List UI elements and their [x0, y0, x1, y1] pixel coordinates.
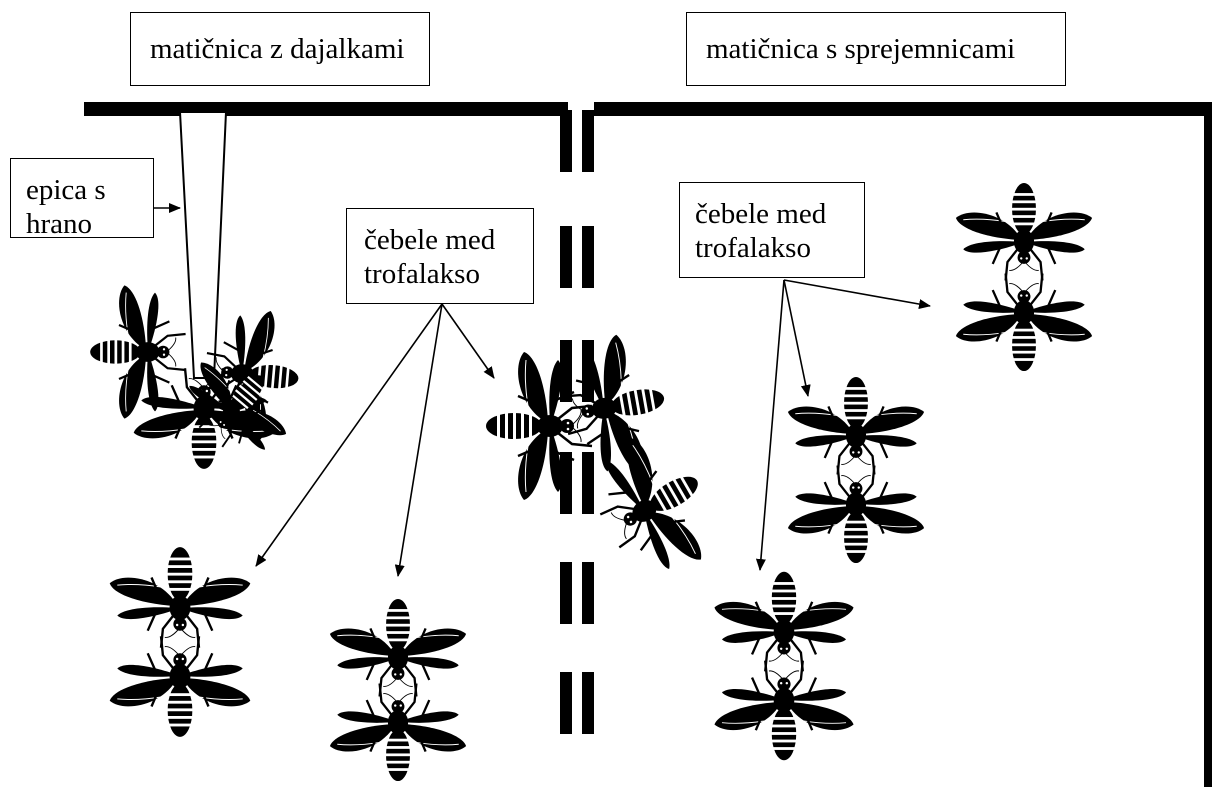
trophallaxis-left-line2: trofalakso: [364, 257, 533, 291]
trophallaxis-right-line2: trofalakso: [695, 231, 864, 265]
bee-icon: [788, 377, 924, 475]
arrow-troph-left-3: [442, 304, 494, 378]
receiver-cage-label: matičnica s sprejemnicami: [686, 12, 1066, 86]
bee-icon: [956, 183, 1092, 281]
bee-icon: [110, 636, 251, 737]
cage-wall: [84, 102, 1212, 787]
arrow-troph-left-1: [256, 304, 442, 566]
bee-icon: [956, 274, 1092, 372]
feeder-tube-icon: [180, 112, 226, 378]
donor-cage-text: matičnica z dajalkami: [150, 32, 429, 66]
donor-cage-label: matičnica z dajalkami: [130, 12, 430, 86]
bee-icon: [788, 466, 924, 564]
bee-icon: [330, 684, 466, 782]
arrow-troph-right-1: [760, 280, 784, 570]
feeder-label: epica s hrano: [10, 158, 154, 238]
arrow-troph-right-2: [784, 280, 808, 396]
bee-icon: [714, 661, 853, 761]
trophallaxis-right-line1: čebele med: [695, 197, 864, 231]
bee-icon: [330, 599, 466, 697]
receiver-cage-text: matičnica s sprejemnicami: [706, 32, 1065, 66]
feeder-label-line2: hrano: [26, 207, 153, 241]
trophallaxis-label-right: čebele med trofalakso: [679, 182, 865, 278]
bee-icon: [714, 572, 853, 672]
trophallaxis-label-left: čebele med trofalakso: [346, 208, 534, 304]
bee-icon: [575, 420, 733, 592]
arrow-troph-left-2: [398, 304, 442, 576]
arrow-troph-right-3: [784, 280, 930, 306]
bee-icon: [110, 547, 251, 648]
bee-icon: [90, 285, 185, 418]
trophallaxis-left-line1: čebele med: [364, 223, 533, 257]
feeder-label-line1: epica s: [26, 173, 153, 207]
bee-icon: [486, 352, 592, 500]
